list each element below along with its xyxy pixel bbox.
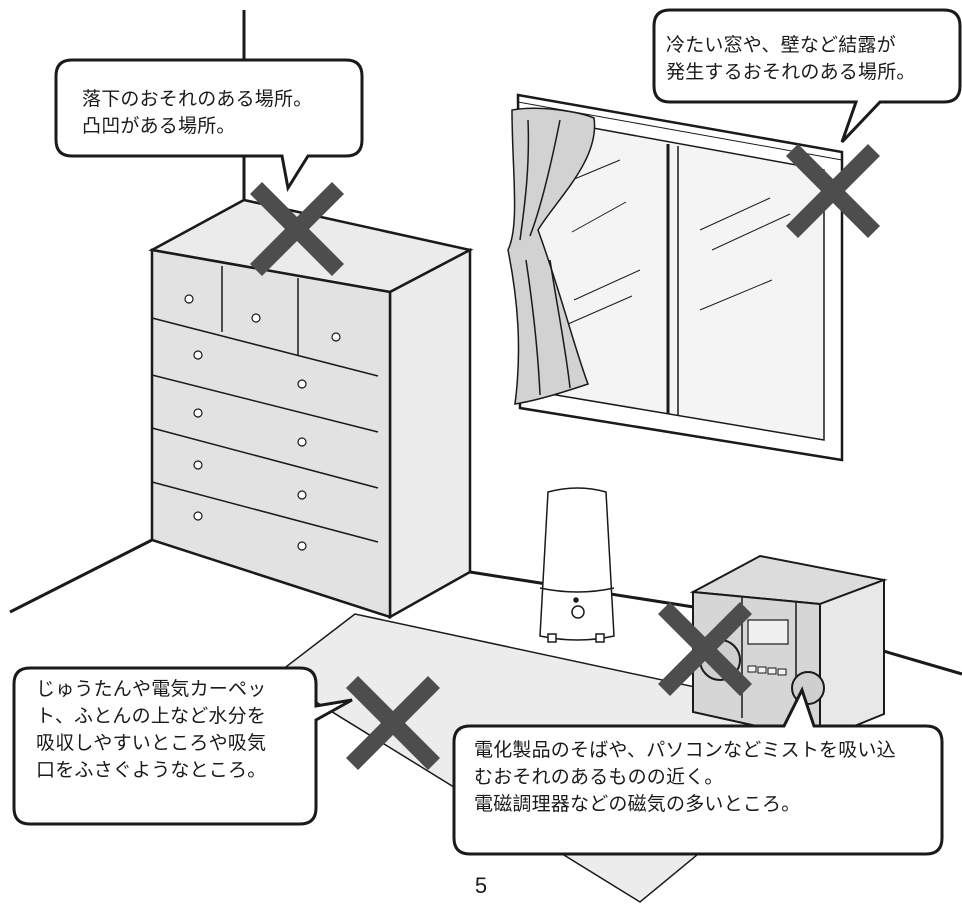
stereo-icon xyxy=(689,554,888,742)
cross-mark-icon xyxy=(345,675,441,771)
cross-mark-icon xyxy=(249,181,345,277)
warning-carpet-text: じゅうたんや電気カーペッ ト、ふとんの上など水分を 吸収しやすいところや吸気 口… xyxy=(36,678,267,781)
cross-mark-icon xyxy=(657,601,753,697)
curtain xyxy=(507,107,596,405)
warning-fall-text: 落下のおそれのある場所。 凸凹がある場所。 xyxy=(82,88,313,137)
warning-condensation-text: 冷たい窓や、壁など結露が 発生するおそれのある場所。 xyxy=(666,34,916,83)
speech-bubble-electronics xyxy=(452,686,944,856)
cross-mark-icon xyxy=(785,143,881,239)
warning-electronics-text: 電化製品のそばや、パソコンなどミストを吸い込 むおそれのあるものの近く。 電磁調… xyxy=(474,739,896,815)
speech-bubble-fall xyxy=(54,58,364,193)
chest-of-drawers xyxy=(148,198,474,620)
humidifier-icon xyxy=(539,487,615,643)
speech-bubble-carpet xyxy=(12,666,353,826)
speech-bubble-condensation xyxy=(652,8,962,144)
window xyxy=(516,93,844,462)
page-number: 5 xyxy=(474,873,488,898)
